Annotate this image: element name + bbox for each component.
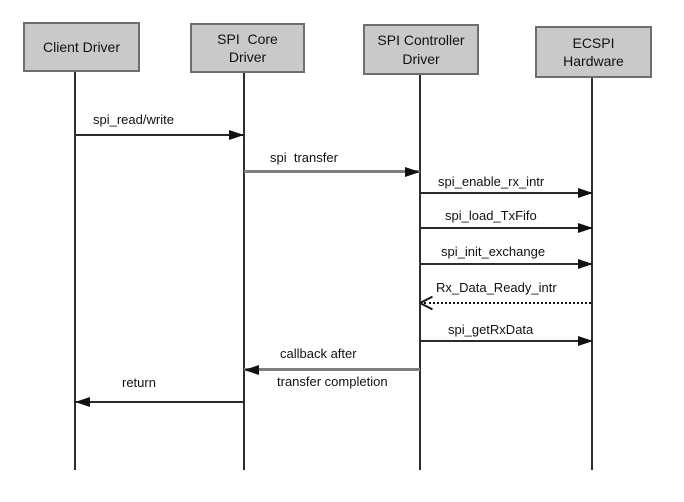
- lifeline-client-driver: [74, 72, 76, 470]
- message-label: return: [122, 375, 156, 390]
- actor-label: SPI Controller: [377, 32, 465, 49]
- message-line: [424, 302, 591, 304]
- actor-spi-controller-driver: SPI Controller Driver: [363, 24, 479, 75]
- message-label: spi_enable_rx_intr: [438, 174, 545, 189]
- message-line: [420, 340, 593, 342]
- message-label: callback after: [280, 346, 357, 361]
- message-label: spi_load_TxFifo: [445, 208, 537, 223]
- message-line: [244, 170, 420, 173]
- actor-label: Client Driver: [42, 38, 120, 55]
- actor-client-driver: Client Driver: [23, 22, 140, 72]
- arrowhead-icon: [578, 336, 593, 346]
- lifeline-spi-controller-driver: [419, 75, 421, 470]
- arrowhead-icon: [578, 259, 593, 269]
- actor-label: Hardware: [563, 53, 624, 69]
- actor-label: Driver: [402, 50, 440, 67]
- actor-label: ECSPI: [572, 34, 615, 51]
- message-line: [420, 192, 593, 194]
- message-label: spi_read/write: [93, 112, 174, 127]
- message-line: [75, 134, 244, 136]
- arrowhead-icon: [75, 397, 90, 407]
- lifeline-spi-core-driver: [243, 73, 245, 470]
- message-label: transfer completion: [277, 374, 388, 389]
- message-line: [420, 263, 593, 265]
- message-line: [420, 227, 593, 229]
- message-line: [244, 368, 420, 371]
- message-label: spi transfer: [270, 150, 338, 165]
- message-label: Rx_Data_Ready_intr: [436, 280, 557, 295]
- arrowhead-icon: [405, 167, 420, 177]
- actor-spi-core-driver: SPI Core Driver: [190, 23, 305, 73]
- message-label: spi_init_exchange: [441, 244, 546, 259]
- arrowhead-icon: [229, 130, 244, 140]
- actor-label: SPI Core: [217, 30, 278, 47]
- arrowhead-icon: [578, 223, 593, 233]
- arrowhead-icon: [244, 365, 259, 375]
- arrowhead-icon: [578, 188, 593, 198]
- message-line: [75, 401, 244, 403]
- message-label: spi_getRxData: [448, 322, 534, 337]
- lifeline-ecspi-hardware: [591, 78, 593, 470]
- actor-label: Driver: [228, 49, 267, 65]
- actor-ecspi-hardware: ECSPI Hardware: [535, 26, 652, 78]
